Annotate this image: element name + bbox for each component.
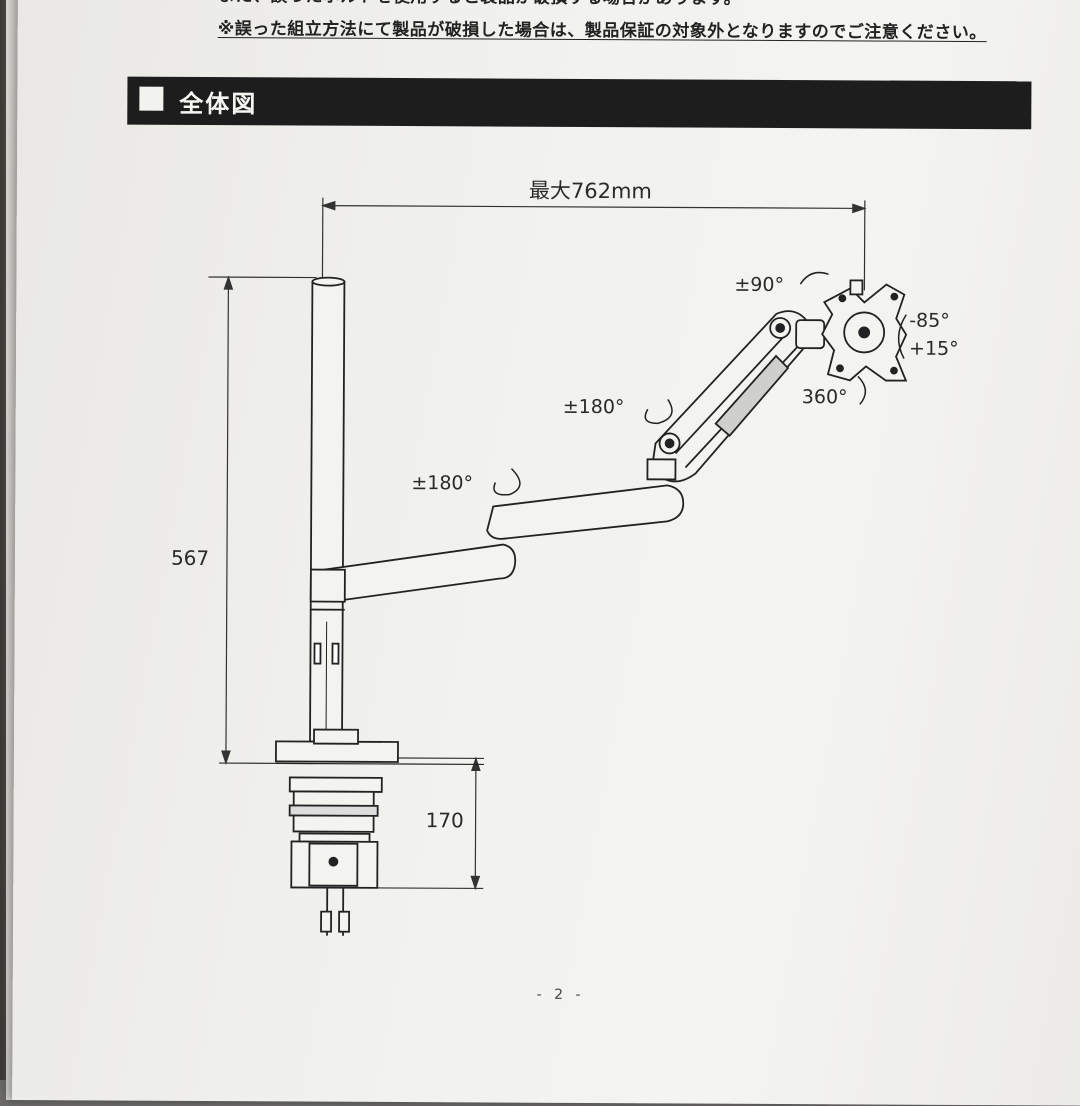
- side-tilt-label: ±90°: [734, 274, 784, 296]
- vesa-mount: [796, 280, 907, 381]
- max-width-label: 最大762mm: [529, 175, 652, 206]
- manual-page: また、誤ったボルトを使用すると製品が破損する場合があります。 ※誤った組立方法に…: [12, 0, 1080, 1106]
- back-tilt-label: -85°: [909, 310, 950, 332]
- height-dimension: [206, 277, 317, 764]
- monitor-arm-diagram: [12, 0, 1080, 1066]
- forward-tilt-label: +15°: [909, 338, 959, 360]
- height-label: 567: [171, 546, 209, 570]
- desk-clamp: [275, 729, 484, 936]
- pole: [310, 278, 344, 742]
- gas-spring-arm: [647, 310, 809, 482]
- clamp-height-label: 170: [426, 808, 464, 832]
- upper-swivel-label: ±180°: [563, 396, 625, 418]
- page-number: - 2 -: [537, 987, 585, 1003]
- lower-swivel-label: ±180°: [411, 472, 473, 494]
- rotation-label: 360°: [802, 386, 848, 408]
- middle-arm: [487, 484, 683, 539]
